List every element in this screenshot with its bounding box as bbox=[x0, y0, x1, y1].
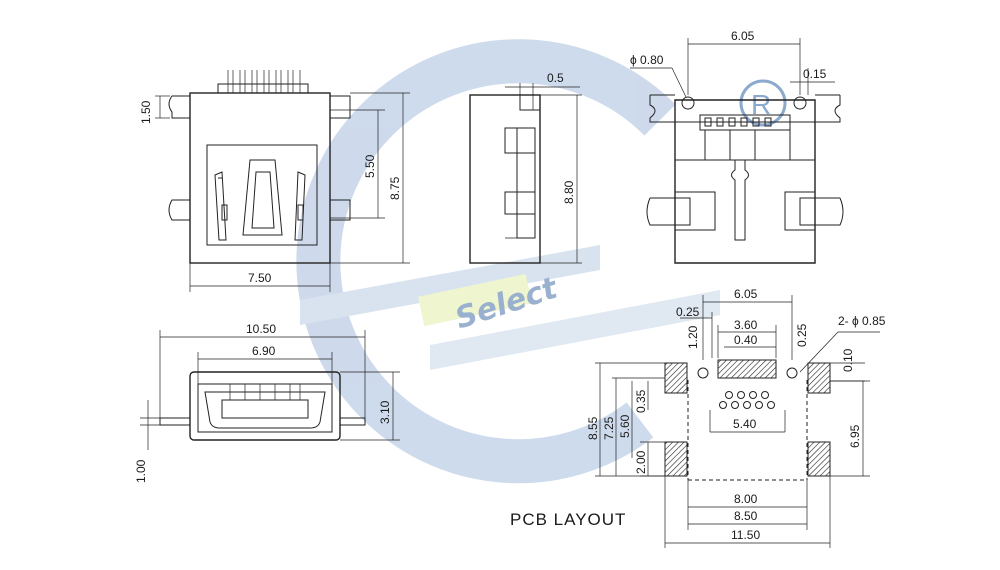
pcb-layout: 6.05 0.25 3.60 0.40 1.20 0.25 2- ϕ 0.85 … bbox=[510, 287, 886, 548]
pcb-dim-8-50: 8.50 bbox=[734, 509, 758, 523]
watermark-bar-2 bbox=[430, 290, 720, 370]
dim-1-50: 1.50 bbox=[139, 100, 153, 124]
front-view: 1.50 5.50 8.75 7.50 bbox=[139, 70, 410, 292]
pcb-dim-5-40: 5.40 bbox=[733, 417, 757, 431]
pcb-dim-0-10: 0.10 bbox=[841, 348, 855, 372]
pcb-dim-7-25: 7.25 bbox=[602, 416, 616, 440]
dim-8-75: 8.75 bbox=[388, 176, 402, 200]
pcb-locating-hole bbox=[697, 367, 709, 379]
watermark: Select R bbox=[296, 39, 787, 484]
end-view: 10.50 6.90 3.10 1.00 bbox=[134, 322, 400, 483]
dim-8-80: 8.80 bbox=[562, 180, 576, 204]
pcb-dim-2-00: 2.00 bbox=[634, 450, 648, 474]
pcb-dim-8-55: 8.55 bbox=[586, 416, 600, 440]
dim-rear-0-15: 0.15 bbox=[803, 67, 827, 81]
pcb-dim-0-40: 0.40 bbox=[734, 333, 758, 347]
pcb-dim-11-50: 11.50 bbox=[731, 528, 760, 542]
side-view: 0.5 8.80 bbox=[469, 71, 582, 264]
watermark-highlight bbox=[418, 273, 532, 327]
pcb-locating-hole bbox=[786, 367, 798, 379]
pcb-dim-5-60: 5.60 bbox=[618, 414, 632, 438]
registered-mark-icon bbox=[739, 79, 787, 127]
pcb-layout-title: PCB LAYOUT bbox=[510, 510, 626, 529]
pcb-pad bbox=[664, 441, 688, 477]
pcb-dim-6-05: 6.05 bbox=[734, 287, 758, 301]
dim-rear-phi: ϕ 0.80 bbox=[630, 53, 664, 67]
pcb-dim-2phi: 2- ϕ 0.85 bbox=[838, 314, 886, 328]
watermark-bar bbox=[300, 245, 600, 325]
pcb-dim-1-20: 1.20 bbox=[686, 325, 700, 349]
pcb-dim-6-95: 6.95 bbox=[848, 424, 862, 448]
pcb-signal-pads bbox=[717, 359, 777, 379]
pcb-pad bbox=[664, 362, 688, 394]
dim-10-50: 10.50 bbox=[246, 322, 276, 336]
dim-3-10: 3.10 bbox=[378, 400, 392, 424]
pcb-dim-0-25b: 0.25 bbox=[795, 323, 809, 347]
pcb-dim-0-35: 0.35 bbox=[634, 389, 648, 413]
registered-letter-icon: R bbox=[751, 89, 771, 120]
dim-7-50: 7.50 bbox=[248, 271, 272, 285]
pcb-dim-3-60: 3.60 bbox=[734, 318, 758, 332]
pcb-dim-8-00: 8.00 bbox=[734, 492, 758, 506]
rear-view: 6.05 ϕ 0.80 0.15 bbox=[630, 29, 844, 264]
pcb-dim-0-25a: 0.25 bbox=[676, 305, 700, 319]
pcb-pad bbox=[807, 441, 831, 477]
dim-rear-6-05: 6.05 bbox=[731, 29, 755, 43]
dim-5-50: 5.50 bbox=[363, 154, 377, 178]
watermark-ring bbox=[296, 39, 676, 484]
dim-6-90: 6.90 bbox=[252, 344, 276, 358]
dim-0-5: 0.5 bbox=[547, 71, 564, 85]
dim-1-00: 1.00 bbox=[134, 459, 148, 483]
pcb-pad bbox=[807, 362, 831, 394]
